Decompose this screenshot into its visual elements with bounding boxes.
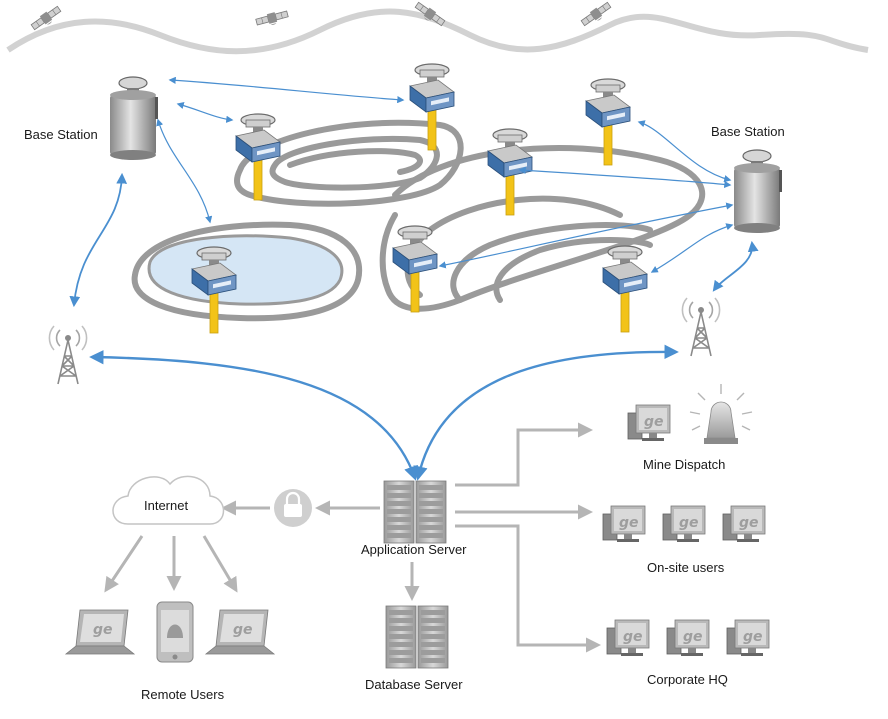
tower-to-server-link — [413, 344, 679, 481]
ge-logo: ge — [623, 629, 643, 645]
alarm-beacon-icon — [689, 384, 753, 444]
server-rack-icon — [383, 480, 415, 544]
lock-icon — [274, 489, 312, 527]
server-rack-icon — [415, 480, 447, 544]
gnss-receiver-icon — [235, 113, 281, 201]
server-rack-icon — [417, 605, 449, 669]
server-rack-icon — [385, 605, 417, 669]
ge-logo: ge — [743, 629, 763, 645]
base-station-label: Base Station — [24, 127, 98, 142]
radio-links — [156, 76, 734, 273]
ge-logo: ge — [93, 622, 113, 638]
ge-logo: ge — [619, 515, 639, 531]
base-station-label: Base Station — [711, 124, 785, 139]
remote-users-label: Remote Users — [141, 687, 225, 702]
cloud-icon — [112, 475, 225, 525]
ge-logo: ge — [739, 515, 759, 531]
internet-label: Internet — [144, 498, 189, 513]
ge-logo: ge — [233, 622, 253, 638]
ge-logo: ge — [644, 414, 664, 430]
horizon-line — [6, 8, 869, 55]
base-to-tower-link — [712, 240, 759, 292]
base-to-tower-link — [69, 172, 128, 308]
database-server-label: Database Server — [365, 677, 463, 692]
base-station-icon — [733, 149, 783, 234]
gnss-receiver-icon — [392, 225, 438, 313]
gnss-receiver-icon — [602, 245, 648, 333]
data-flows — [104, 422, 601, 653]
tower-to-server-link — [89, 350, 418, 481]
base-station-icon — [109, 76, 159, 161]
radio-tower-icon — [48, 325, 88, 385]
satellite-icon — [254, 8, 290, 30]
ge-logo: ge — [679, 515, 699, 531]
ge-logo: ge — [683, 629, 703, 645]
mine-dispatch-label: Mine Dispatch — [643, 457, 726, 472]
phone-icon — [156, 601, 194, 663]
application-server-label: Application Server — [361, 542, 467, 557]
water-pond — [147, 234, 344, 306]
onsite-users-label: On-site users — [647, 560, 725, 575]
radio-tower-icon — [681, 297, 721, 357]
corporate-hq-label: Corporate HQ — [647, 672, 728, 687]
